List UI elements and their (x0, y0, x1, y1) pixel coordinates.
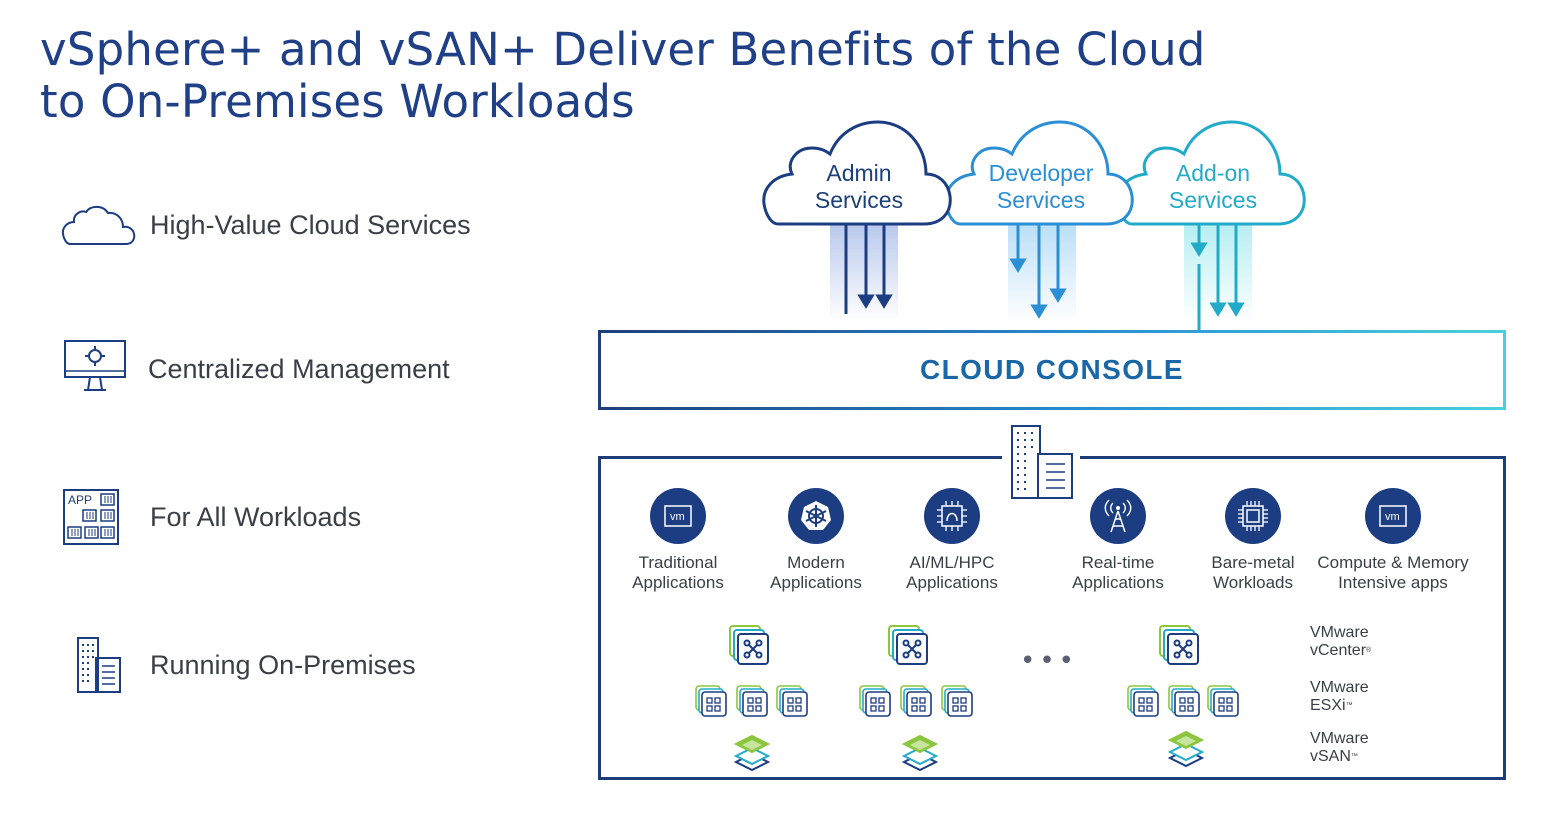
cloud-console-box: CLOUD CONSOLE (598, 330, 1506, 410)
vsan-icon (732, 732, 772, 776)
svg-text:vm: vm (1385, 511, 1400, 523)
page-title: vSphere+ and vSAN+ Deliver Benefits of t… (40, 24, 1206, 128)
workload-label-line1: Compute & Memory (1317, 553, 1469, 572)
kubernetes-icon (788, 488, 844, 544)
benefit-label: High-Value Cloud Services (150, 209, 471, 240)
benefit-cloud-services: High-Value Cloud Services (60, 190, 471, 260)
app-grid-icon: APP (60, 482, 136, 552)
cloud-label-line2: Services (814, 187, 904, 213)
esxi-host-icon (1167, 684, 1201, 722)
admin-arrows (844, 222, 893, 314)
cloud-shape-icon (762, 120, 952, 226)
esxi-host-icon (1206, 684, 1240, 722)
antenna-icon (1090, 488, 1146, 544)
title-line-1: vSphere+ and vSAN+ Deliver Benefits of t… (40, 23, 1206, 76)
cloud-label-line2: Services (1168, 187, 1258, 213)
workload-label-line2: Applications (770, 573, 862, 592)
cloud-console-label: CLOUD CONSOLE (920, 354, 1184, 385)
monitor-gear-icon (60, 334, 136, 404)
workload-label-line2: Applications (1072, 573, 1164, 592)
esxi-host-icon (940, 684, 974, 722)
workload-label-line1: Bare-metal (1211, 553, 1295, 572)
cloud-label-line2: Services (996, 187, 1086, 213)
vsan-icon (900, 732, 940, 776)
title-line-2: to On-Premises Workloads (40, 75, 635, 128)
esxi-host-icon (735, 684, 769, 722)
cloud-label-line1: Developer (988, 160, 1094, 186)
workload-label-line1: Traditional (638, 553, 718, 572)
developer-arrows (1009, 222, 1067, 319)
vcenter-icon (728, 624, 772, 672)
esxi-host-icon (694, 684, 728, 722)
workload-label-line2: Intensive apps (1338, 573, 1448, 592)
benefit-all-workloads: APP For All Workloads (60, 482, 361, 552)
vcenter-icon (887, 624, 931, 672)
esxi-host-icon (775, 684, 809, 722)
vcenter-icon (1158, 624, 1202, 672)
workload-label-line1: Modern (787, 553, 845, 572)
office-building-icon (1002, 424, 1080, 500)
workload-label-line2: Workloads (1213, 573, 1293, 592)
vm-icon: vm (650, 488, 706, 544)
cpu-chip-icon (1225, 488, 1281, 544)
vsan-icon (1166, 728, 1206, 772)
esxi-host-icon (899, 684, 933, 722)
svg-text:APP: APP (68, 493, 92, 507)
workload-label-line2: Applications (632, 573, 724, 592)
esxi-host-icon (858, 684, 892, 722)
benefit-centralized-management: Centralized Management (60, 334, 450, 404)
cloud-label-line1: Add-on (1175, 160, 1251, 186)
service-arrows (830, 222, 1252, 330)
svg-text:vm: vm (670, 511, 685, 523)
ellipsis: ••• (1020, 646, 1079, 676)
cloud-outline-icon (60, 190, 136, 260)
addon-arrows (1190, 222, 1245, 330)
esxi-host-icon (1126, 684, 1160, 722)
gpu-chip-icon (924, 488, 980, 544)
vm-icon: vm (1365, 488, 1421, 544)
office-building-icon (60, 630, 136, 700)
workload-label-line1: Real-time (1081, 553, 1155, 572)
benefit-on-premises: Running On-Premises (60, 630, 416, 700)
benefit-label: Centralized Management (148, 353, 450, 384)
benefit-label: Running On-Premises (150, 649, 416, 680)
workload-label-line1: AI/ML/HPC (909, 553, 995, 572)
cloud-label-line1: Admin (826, 160, 892, 186)
benefit-label: For All Workloads (150, 501, 362, 532)
workload-label-line2: Applications (906, 573, 998, 592)
